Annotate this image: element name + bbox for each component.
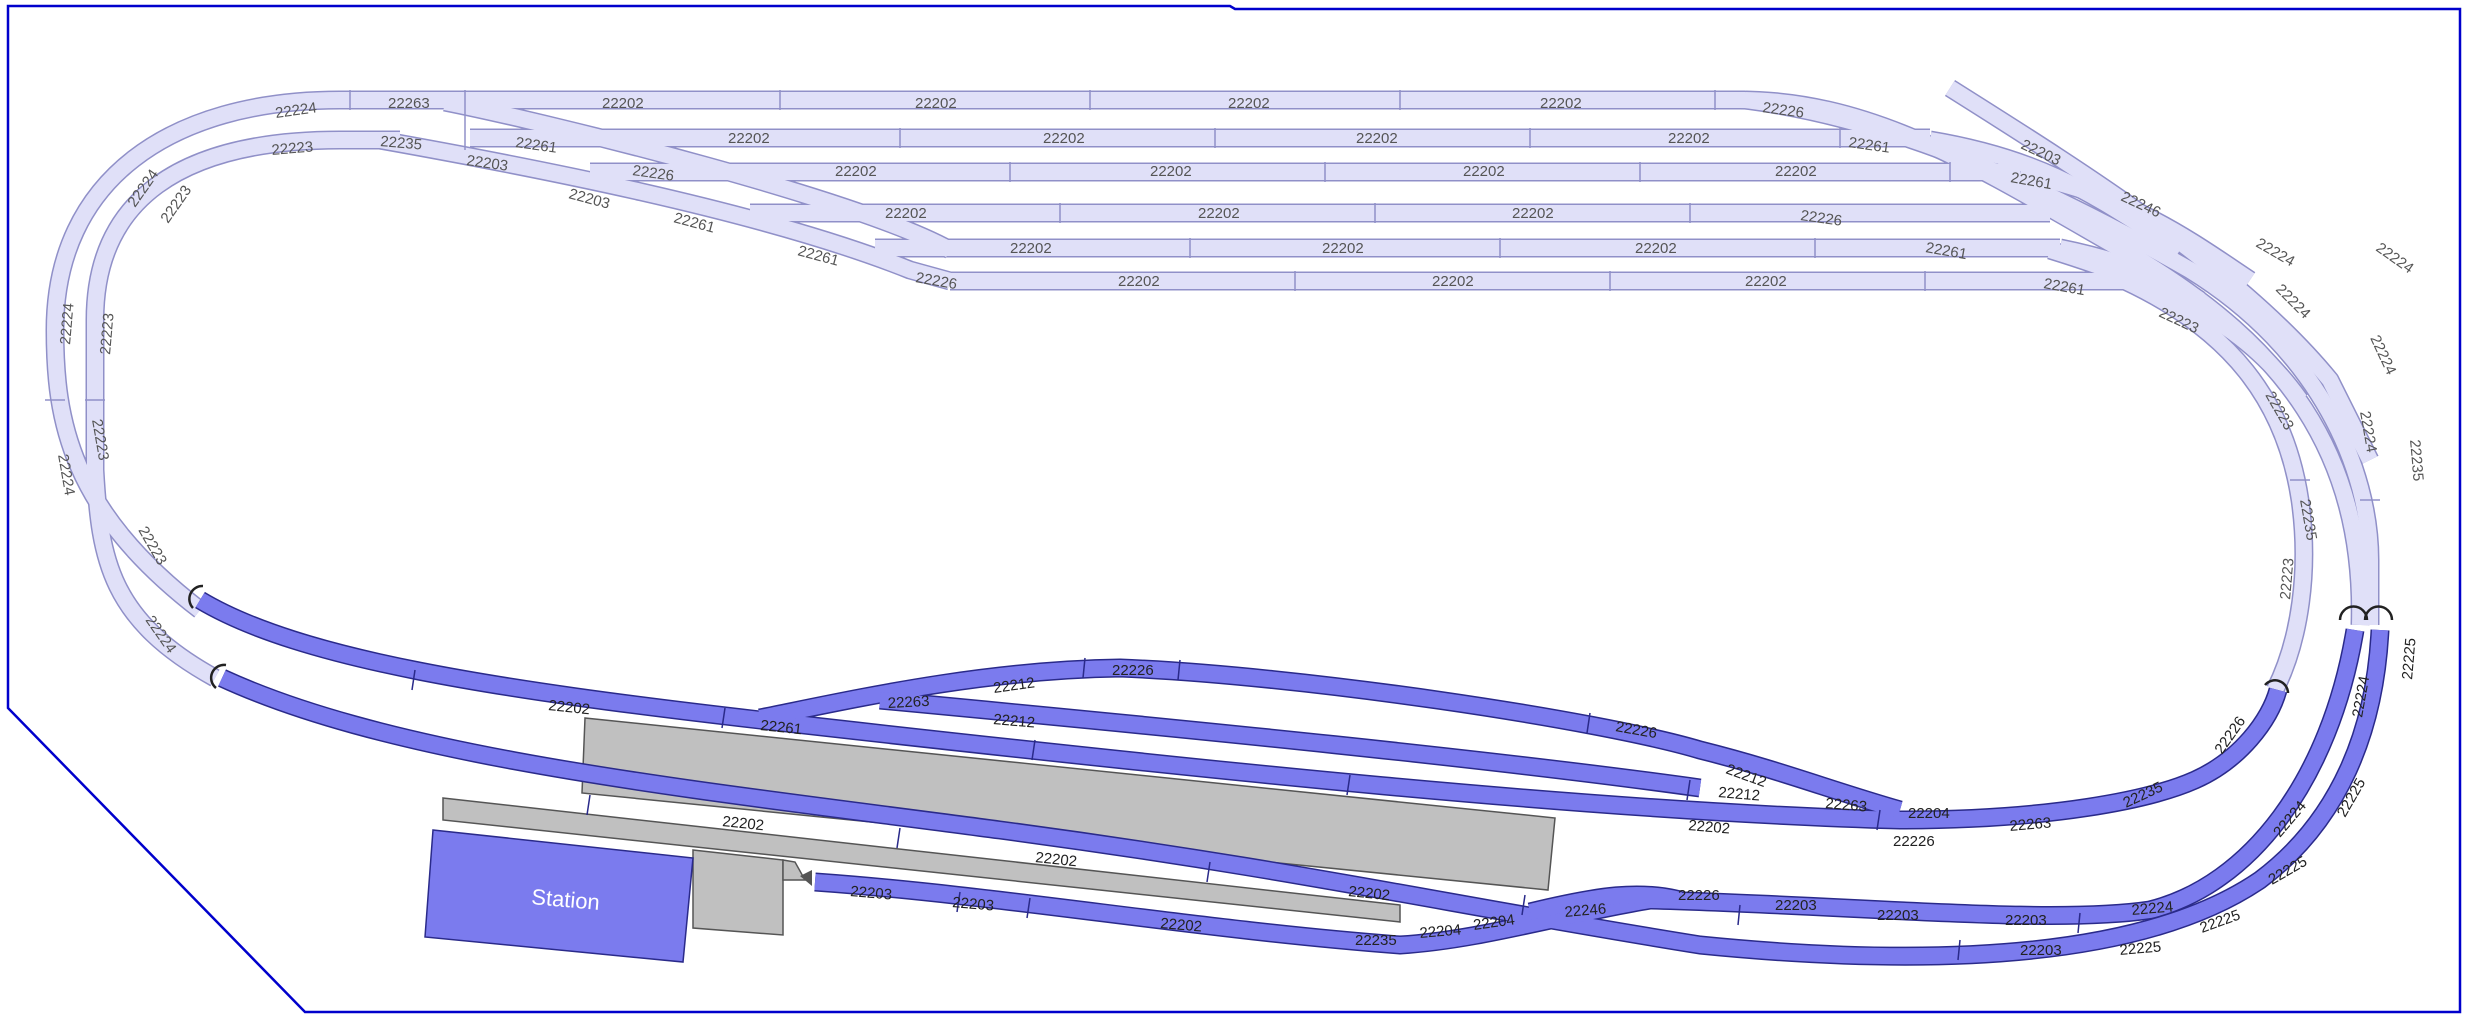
track-label: 22223	[2277, 557, 2298, 600]
track-label: 22261	[1924, 239, 1968, 263]
track-label: 22202	[1118, 273, 1160, 290]
background-tracks	[45, 79, 2380, 695]
track-label: 22225	[2119, 938, 2162, 959]
track-label: 22202	[1635, 240, 1677, 257]
track-label: 22235	[1355, 932, 1397, 949]
track-label: 22235	[380, 133, 423, 154]
track-label: 22261	[1847, 134, 1891, 157]
track-label: 22202	[835, 163, 877, 180]
track-label: 22202	[728, 130, 770, 147]
track-label: 22223	[88, 418, 112, 462]
baseboard-outline	[6, 4, 2462, 1014]
track-label: 22202	[1668, 130, 1710, 147]
track-label: 22203	[2005, 912, 2047, 929]
track-label: 22224	[2131, 898, 2174, 919]
track-label: 22226	[1893, 833, 1935, 850]
track-label: 22202	[1356, 130, 1398, 147]
track-label: 22223	[271, 138, 314, 159]
track-label: 22202	[1463, 163, 1505, 180]
track-label: 22202	[1010, 240, 1052, 257]
track-label: 22202	[602, 95, 644, 112]
track-label: 22202	[1512, 205, 1554, 222]
track-label: 22204	[1472, 911, 1516, 934]
track-label: 22212	[993, 711, 1036, 732]
track-label: 22202	[1150, 163, 1192, 180]
track-label: 22263	[388, 95, 430, 112]
foreground-track-labels: 22202 22261 22263 22212 22226 22212 2222…	[548, 637, 2420, 959]
track-label: 22226	[631, 162, 675, 185]
track-label: 22202	[1540, 95, 1582, 112]
track-label: 22224	[54, 453, 78, 497]
foreground-tracks	[188, 584, 2394, 966]
track-label: 22202	[722, 813, 765, 834]
track-label: 22203	[952, 894, 995, 915]
track-label: 22223	[97, 312, 118, 355]
track-label: 22202	[1043, 130, 1085, 147]
track-label: 22225	[2399, 637, 2420, 680]
track-label: 22202	[885, 205, 927, 222]
track-label: 22226	[1112, 662, 1154, 679]
track-label: 22263	[2009, 814, 2052, 835]
track-label: 22263	[887, 693, 930, 712]
track-label: 22202	[1348, 883, 1391, 904]
track-label: 22224	[2253, 235, 2298, 271]
track-label: 22224	[274, 99, 318, 122]
track-label: 22261	[760, 717, 803, 738]
station-building[interactable]: Station	[424, 829, 694, 963]
track-label: 22224	[2366, 333, 2399, 378]
track-label: 22235	[2406, 439, 2427, 482]
track-label: 22235	[2296, 498, 2320, 542]
track-label: 22202	[548, 697, 591, 718]
track-label: 22202	[1228, 95, 1270, 112]
station-label: Station	[530, 884, 600, 915]
track-label: 22261	[514, 134, 558, 157]
track-label: 22224	[2373, 239, 2417, 277]
track-label: 22212	[1718, 784, 1761, 805]
track-label: 22202	[1432, 273, 1474, 290]
track-label: 22224	[2356, 410, 2380, 454]
track-label: 22226	[1799, 207, 1843, 230]
track-label: 22224	[2349, 675, 2373, 719]
platform-ramp	[692, 849, 784, 936]
track-label: 22203	[465, 152, 509, 175]
track-label: 22226	[914, 269, 958, 293]
track-label: 22246	[1564, 900, 1607, 921]
track-label: 22263	[1825, 795, 1868, 816]
track-label: 22202	[1745, 273, 1787, 290]
track-label: 22261	[2009, 169, 2053, 193]
track-label: 22202	[1688, 817, 1731, 838]
track-label: 22224	[57, 302, 78, 345]
track-label: 22212	[992, 674, 1036, 697]
platforms	[442, 717, 1556, 936]
track-label: 22202	[1160, 915, 1203, 936]
background-track-labels: 22224 22263 22202 22202 22202 22202 2222…	[54, 95, 2427, 656]
track-label: 22261	[2042, 275, 2086, 299]
track-label: 22203	[850, 883, 893, 904]
track-label: 22202	[1775, 163, 1817, 180]
track-label: 22202	[1035, 849, 1078, 870]
track-label: 22203	[2020, 942, 2062, 959]
lower-platform	[442, 797, 1401, 923]
track-label: 22226	[1761, 99, 1805, 122]
track-label: 22203	[1775, 897, 1817, 914]
track-label: 22202	[1198, 205, 1240, 222]
track-label: 22226	[1614, 718, 1658, 742]
track-label: 22204	[1908, 805, 1950, 822]
track-label: 22235	[2121, 779, 2166, 812]
track-label: 22202	[1322, 240, 1364, 257]
track-label: 22226	[1678, 887, 1720, 904]
track-label: 22203	[1877, 907, 1919, 924]
track-label: 22204	[1419, 921, 1462, 942]
track-label: 22202	[915, 95, 957, 112]
